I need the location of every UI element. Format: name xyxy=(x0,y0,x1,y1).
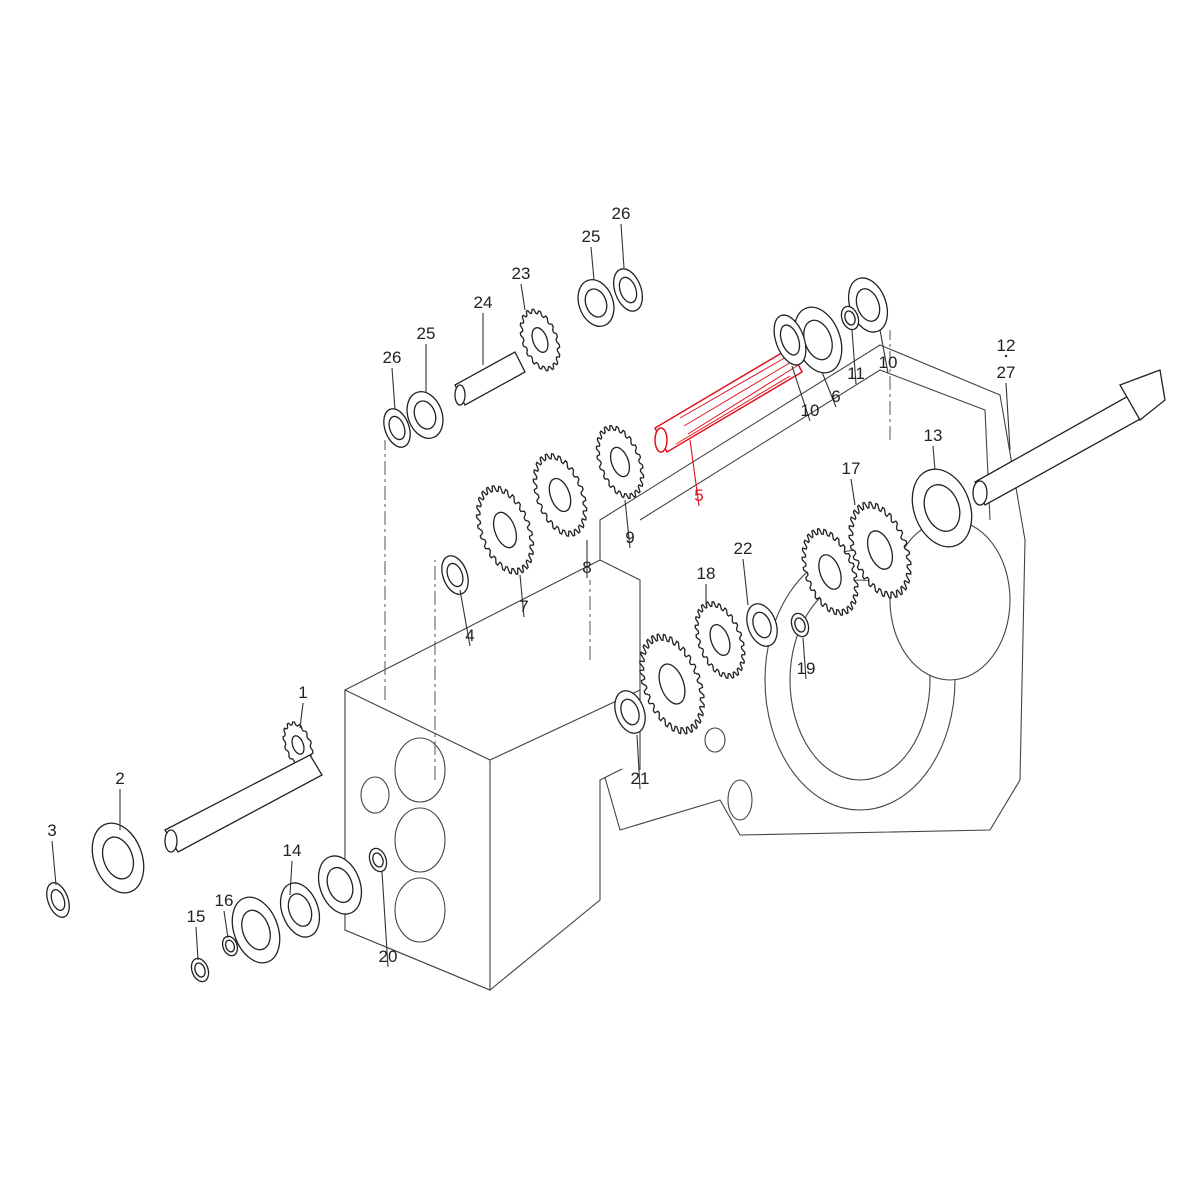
part-label-9: 9 xyxy=(625,528,634,547)
part-label-23: 23 xyxy=(512,264,531,283)
part-label-27: 27 xyxy=(997,363,1016,382)
part-label-12: 12 xyxy=(997,336,1016,355)
bearing xyxy=(577,279,615,327)
part-label-22: 22 xyxy=(734,539,753,558)
leader-line xyxy=(689,439,700,507)
gear xyxy=(801,528,859,616)
leader-line xyxy=(932,445,936,471)
gear xyxy=(519,308,561,372)
part-label-14: 14 xyxy=(283,841,302,860)
snap-ring xyxy=(221,935,239,957)
part-label-11: 11 xyxy=(847,364,865,383)
snap-ring xyxy=(613,268,643,312)
snap-ring xyxy=(790,612,810,638)
leader-line xyxy=(1005,382,1011,451)
leader-line xyxy=(520,283,526,311)
part-label-1: 1 xyxy=(298,683,307,702)
leader-line xyxy=(459,589,471,647)
leader-line xyxy=(51,840,57,886)
bearing xyxy=(614,690,646,734)
part-label-16: 16 xyxy=(215,891,234,910)
gear xyxy=(848,501,912,599)
part-label-21: 21 xyxy=(631,769,650,788)
part-label-4: 4 xyxy=(465,626,474,645)
part-label-15: 15 xyxy=(187,907,206,926)
snap-ring xyxy=(46,882,70,918)
part-label-25: 25 xyxy=(582,227,601,246)
leader-line xyxy=(590,246,595,281)
part-label-13: 13 xyxy=(924,426,943,445)
snap-ring xyxy=(190,957,210,983)
part-label-17: 17 xyxy=(842,459,861,478)
gears xyxy=(282,308,912,769)
bearing xyxy=(406,391,444,439)
transmission-housing xyxy=(344,330,1026,991)
part-label-20: 20 xyxy=(379,947,398,966)
part-label-26: 26 xyxy=(383,348,402,367)
gear xyxy=(475,485,535,575)
leader-line xyxy=(879,329,889,374)
part-label-3: 3 xyxy=(47,821,56,840)
snap-ring xyxy=(383,408,411,448)
input-shaft xyxy=(164,754,323,853)
leader-line xyxy=(195,926,199,961)
snap-ring xyxy=(773,314,807,366)
gear xyxy=(282,721,314,769)
gear xyxy=(595,424,645,500)
bearings-and-rings xyxy=(46,268,973,983)
snap-ring xyxy=(368,847,388,873)
part-label-8: 8 xyxy=(582,558,591,577)
leader-line xyxy=(850,478,856,506)
leader-line xyxy=(620,223,625,269)
part-label-10: 10 xyxy=(801,401,820,420)
part-label-6: 6 xyxy=(831,387,840,406)
leader-line xyxy=(821,371,837,408)
part-labels: 1234567891010111227131415161718192021222… xyxy=(47,204,1015,966)
leader-line xyxy=(636,734,641,790)
leader-line xyxy=(299,702,304,729)
part-label-18: 18 xyxy=(697,564,716,583)
snap-ring xyxy=(279,882,321,938)
bearing xyxy=(911,468,973,548)
leader-line xyxy=(624,499,631,549)
part-label-26: 26 xyxy=(612,204,631,223)
bearing xyxy=(231,896,281,964)
gear xyxy=(639,633,705,735)
bearing xyxy=(746,603,778,647)
leader-line xyxy=(802,637,807,680)
gear xyxy=(532,453,588,537)
bearing xyxy=(317,855,363,915)
snap-ring xyxy=(840,305,860,331)
part-label-5: 5 xyxy=(694,486,703,505)
bearing xyxy=(91,822,145,894)
part-label-7: 7 xyxy=(519,597,528,616)
leader-line xyxy=(289,860,293,896)
leader-line xyxy=(519,574,525,618)
leader-lines xyxy=(51,223,1011,968)
part-label-2: 2 xyxy=(115,769,124,788)
leader-line xyxy=(223,910,229,939)
bearing xyxy=(441,555,469,595)
leader-line xyxy=(791,365,811,422)
parts xyxy=(164,346,1166,853)
part-label-10: 10 xyxy=(879,353,898,372)
leader-line xyxy=(381,871,389,968)
gear xyxy=(694,601,746,679)
part-label-24: 24 xyxy=(474,293,493,312)
leader-line xyxy=(851,329,857,385)
part-label-19: 19 xyxy=(797,659,816,678)
leader-line xyxy=(742,558,749,606)
part-label-25: 25 xyxy=(417,324,436,343)
leader-line xyxy=(391,367,396,411)
